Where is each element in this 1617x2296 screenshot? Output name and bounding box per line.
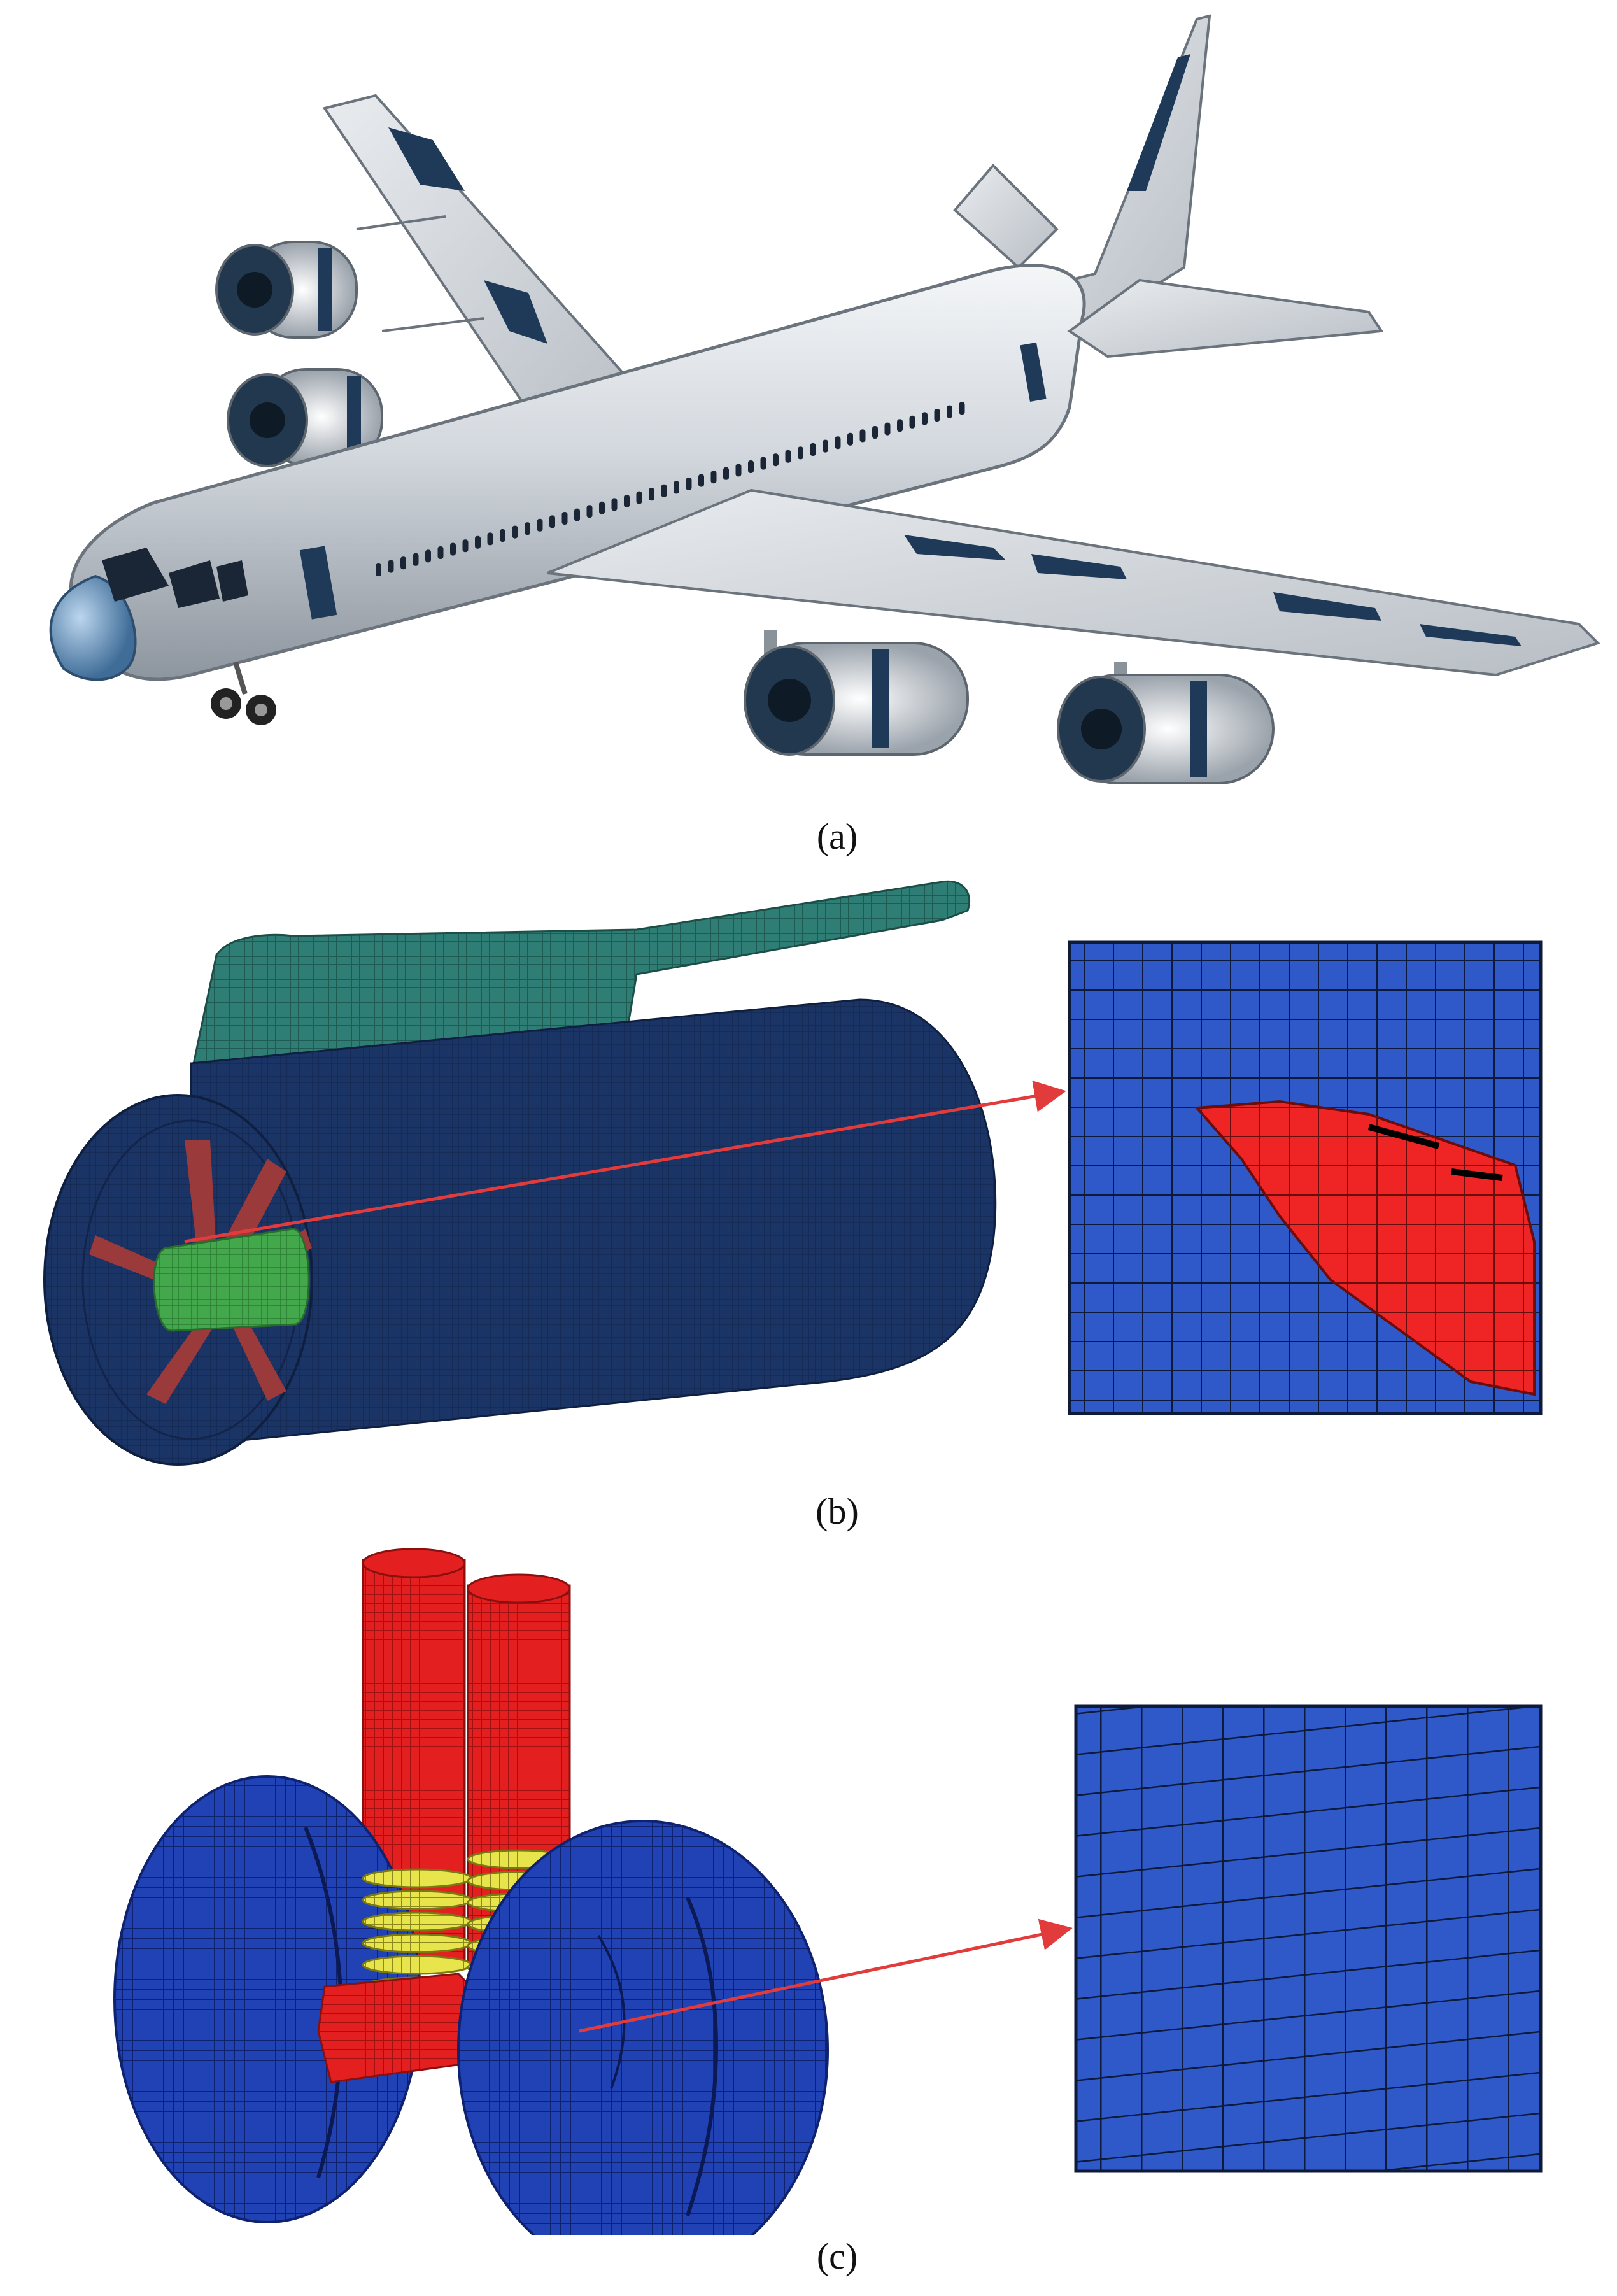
- passenger-window: [760, 457, 766, 470]
- passenger-window: [462, 539, 469, 553]
- passenger-window: [884, 422, 891, 436]
- passenger-window: [835, 436, 841, 450]
- panel-a-aircraft-model: [0, 0, 1617, 802]
- passenger-window: [437, 546, 444, 559]
- passenger-window: [947, 405, 952, 418]
- passenger-window: [649, 488, 654, 501]
- passenger-window: [475, 535, 481, 549]
- passenger-window: [897, 419, 903, 432]
- passenger-window: [686, 478, 692, 490]
- passenger-window: [450, 542, 456, 556]
- spring-coil: [362, 1868, 472, 1889]
- passenger-window: [748, 460, 754, 473]
- passenger-window: [785, 450, 791, 463]
- passenger-window: [400, 556, 406, 570]
- passenger-window: [735, 464, 742, 477]
- caption-b: (b): [816, 1491, 859, 1532]
- left-engine-inner: [227, 368, 383, 467]
- caption-c: (c): [816, 2236, 858, 2277]
- fan-hub: [153, 1228, 310, 1332]
- spring-coil: [362, 1890, 472, 1910]
- passenger-window: [376, 563, 381, 576]
- panel-b-engine-mesh: [0, 872, 1617, 1490]
- passenger-window: [388, 560, 394, 573]
- passenger-window: [934, 409, 940, 422]
- passenger-window: [586, 505, 593, 518]
- passenger-window: [512, 525, 518, 539]
- passenger-window: [922, 412, 928, 425]
- passenger-window: [525, 522, 530, 535]
- passenger-window: [959, 402, 965, 415]
- engine-zoom-arrow: [184, 1081, 1066, 1244]
- passenger-window: [574, 508, 580, 521]
- right-engine-outer: [1057, 662, 1275, 784]
- engine-mesh-zoom-inset: [1068, 940, 1543, 1415]
- tire-mesh-zoom-inset: [1074, 1704, 1543, 2173]
- passenger-window: [624, 495, 630, 507]
- passenger-window: [798, 446, 803, 460]
- spring-coil: [362, 1911, 472, 1932]
- passenger-window: [537, 518, 543, 532]
- passenger-window: [661, 484, 667, 497]
- passenger-window: [413, 553, 419, 566]
- left-horizontal-stabilizer: [953, 164, 1059, 269]
- left-engine-outer: [215, 241, 358, 339]
- fuselage: [49, 264, 1086, 681]
- passenger-window: [674, 481, 679, 494]
- passenger-window: [810, 443, 816, 456]
- passenger-window: [549, 515, 555, 528]
- passenger-window: [561, 512, 568, 525]
- engine-nacelle: [43, 998, 997, 1466]
- right-wing: [547, 488, 1600, 677]
- passenger-window: [487, 532, 493, 546]
- panel-c-landing-gear-mesh: [0, 1541, 1617, 2235]
- passenger-window: [500, 529, 505, 542]
- passenger-window: [599, 501, 605, 514]
- passenger-windows: [376, 402, 965, 576]
- nose-landing-gear: [211, 661, 276, 725]
- aircraft-illustration: [49, 14, 1600, 784]
- left-wing: [322, 94, 639, 441]
- passenger-window: [710, 471, 717, 484]
- engine-mesh-illustration: [43, 880, 1543, 1466]
- right-engine-inner: [744, 630, 969, 756]
- passenger-window: [773, 453, 779, 467]
- passenger-window: [698, 474, 704, 487]
- passenger-window: [636, 491, 642, 504]
- right-horizontal-stabilizer: [1067, 278, 1384, 358]
- caption-a: (a): [816, 816, 858, 857]
- passenger-window: [859, 429, 866, 443]
- engine-pylon: [190, 880, 971, 1084]
- tire-zoom-arrow: [579, 1918, 1073, 2033]
- passenger-window: [847, 432, 853, 446]
- spring-coil: [362, 1933, 472, 1953]
- passenger-window: [823, 439, 828, 453]
- passenger-window: [909, 415, 915, 429]
- passenger-window: [425, 549, 431, 563]
- passenger-window: [872, 426, 878, 439]
- passenger-window: [723, 467, 729, 480]
- passenger-window: [611, 498, 618, 511]
- spring-coil: [362, 1955, 472, 1975]
- landing-gear-mesh-illustration: [113, 1548, 1543, 2235]
- tire-right: [457, 1820, 829, 2235]
